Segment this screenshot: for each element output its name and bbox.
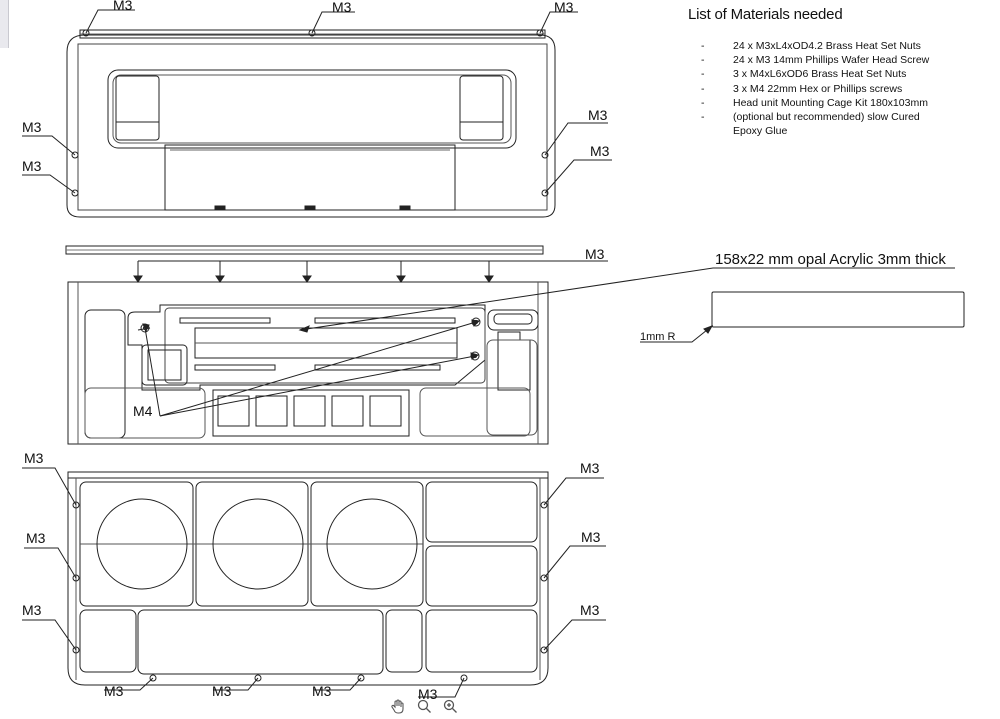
- magnifier-icon[interactable]: [414, 698, 434, 716]
- bottom-view-leaders: [22, 467, 606, 698]
- bottom-view-labels: M3 M3 M3 M3 M3 M3 M3 M3 M3 M3: [22, 450, 601, 702]
- material-item-text: Head unit Mounting Cage Kit 180x103mm: [733, 96, 928, 109]
- m3-label: M3: [580, 460, 600, 476]
- m3-label: M3: [212, 683, 232, 699]
- bottom-plate-view: [67, 471, 549, 686]
- m3-label: M3: [590, 143, 610, 159]
- top-cover-screen: [164, 144, 456, 211]
- bottom-plate-outline: [67, 471, 549, 686]
- material-item: -Head unit Mounting Cage Kit 180x103mm: [701, 96, 928, 109]
- m3-label: M3: [588, 107, 608, 123]
- acrylic-label: 158x22 mm opal Acrylic 3mm thick: [715, 251, 946, 268]
- m3-label: M3: [22, 119, 42, 135]
- material-item: -24 x M3xL4xOD4.2 Brass Heat Set Nuts: [701, 40, 921, 52]
- m3-label: M3: [24, 450, 44, 466]
- gauge-opening: [212, 498, 304, 590]
- zoom-in-icon[interactable]: [440, 698, 460, 716]
- m3-label: M3: [22, 158, 42, 174]
- right-clip: [459, 75, 504, 141]
- gauge-opening: [96, 498, 188, 590]
- material-item: -24 x M3 14mm Phillips Wafer Head Screw: [701, 54, 930, 67]
- top-cover-inner-outline: [77, 43, 548, 211]
- material-item-text: (optional but recommended) slow Cured: [733, 111, 920, 124]
- m3-label: M3: [113, 0, 133, 13]
- bracket-outline: [67, 281, 549, 445]
- m3-label: M3: [332, 0, 352, 15]
- material-item-text: 24 x M3 14mm Phillips Wafer Head Screw: [733, 54, 930, 67]
- m3-label: M3: [554, 0, 574, 15]
- materials-title: List of Materials needed: [688, 6, 843, 23]
- m3-label: M3: [22, 602, 42, 618]
- m4-pocket-left: [141, 344, 188, 386]
- radius-label: 1mm R: [640, 331, 676, 343]
- m3-label: M3: [581, 529, 601, 545]
- m3-label: M3: [104, 683, 124, 699]
- top-cover-view: [66, 29, 556, 218]
- viewer-toolbar: [388, 698, 460, 716]
- top-cover-outline: [66, 34, 556, 218]
- m3-label: M3: [585, 246, 605, 262]
- acrylic-strip: [65, 245, 608, 283]
- middle-view-leaders: [142, 267, 955, 417]
- m3-label: M3: [580, 602, 600, 618]
- hand-icon[interactable]: [388, 698, 408, 716]
- material-item-continuation: Epoxy Glue: [733, 125, 788, 138]
- material-item-text: 24 x M3xL4xOD4.2 Brass Heat Set Nuts: [733, 40, 921, 52]
- top-view-leaders: [22, 9, 612, 194]
- material-item: -3 x M4xL6xOD6 Brass Heat Set Nuts: [701, 68, 907, 81]
- gauge-opening: [326, 498, 418, 590]
- left-clip: [115, 75, 160, 141]
- material-item-text: 3 x M4xL6xOD6 Brass Heat Set Nuts: [733, 68, 907, 81]
- m3-label: M3: [26, 530, 46, 546]
- material-item: -3 x M4 22mm Hex or Phillips screws: [701, 82, 903, 95]
- top-cover-window: [107, 69, 517, 149]
- middle-bracket-view: [67, 281, 549, 445]
- top-view-labels: M3 M3 M3 M3 M3 M3 M3: [22, 0, 610, 174]
- acrylic-piece-detail: [640, 291, 965, 343]
- m3-label: M3: [418, 686, 438, 702]
- materials-list: List of Materials needed -24 x M3xL4xOD4…: [688, 6, 988, 138]
- material-item-text: 3 x M4 22mm Hex or Phillips screws: [733, 82, 903, 95]
- m4-label: M4: [133, 403, 153, 419]
- m3-label: M3: [312, 683, 332, 699]
- materials-items: -24 x M3xL4xOD4.2 Brass Heat Set Nuts -2…: [688, 39, 988, 138]
- side-tab[interactable]: [0, 0, 9, 48]
